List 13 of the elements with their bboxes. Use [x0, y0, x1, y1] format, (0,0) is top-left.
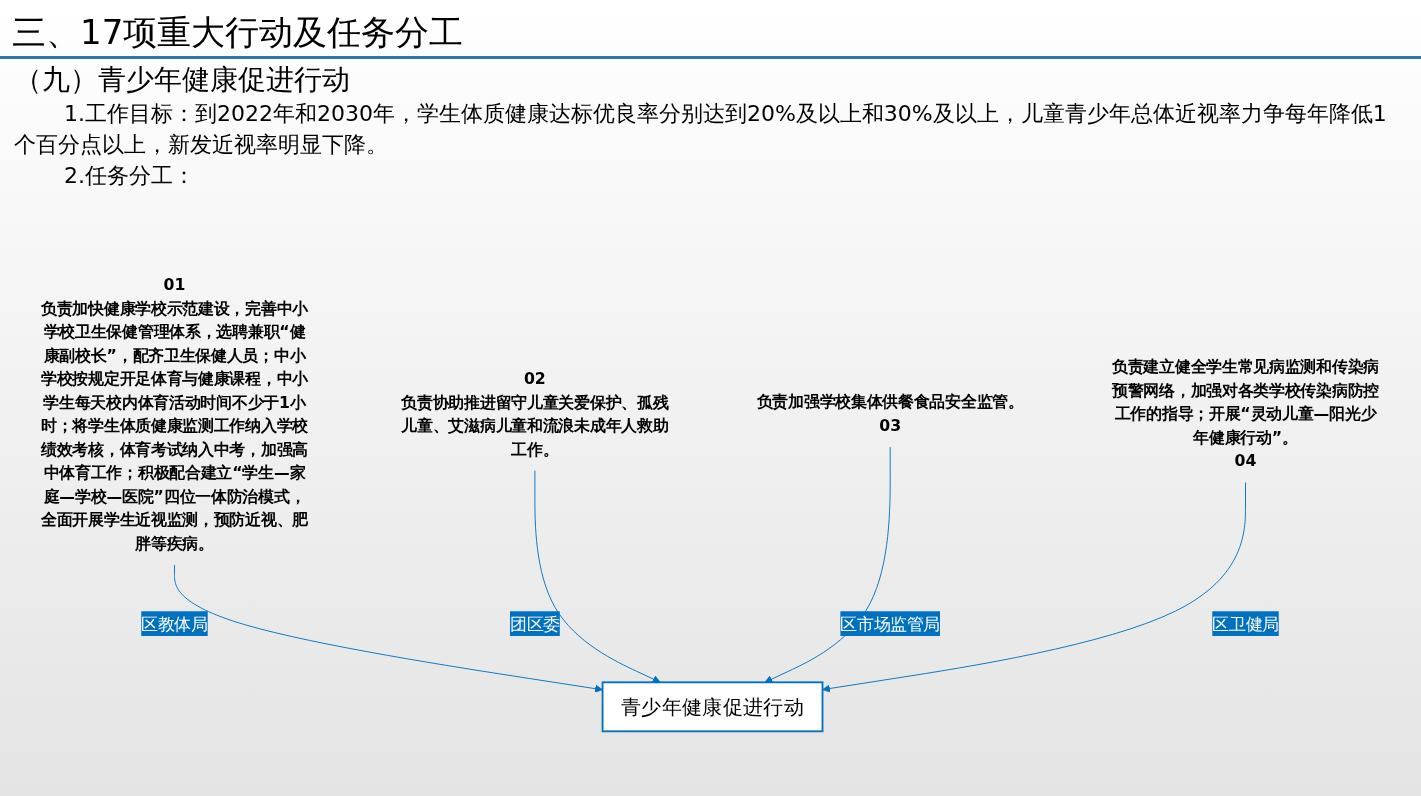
- node-text: 01 负责加快健康学校示范建设，完善中小学校卫生保健管理体系，选聘兼职“健康副校长”，配齐卫生保健人员；中小学校按规定开足体育与健康课程，中小学生每天校内体育活动时间不少于1小时；将学生体质健康监测工作纳入学校绩效考核，体育考试纳入中考，加强高中体育工作；积极配合建立“学生—家庭—学校—医院”四位一体防治模式，全面开展学生近视监测，预防近视、肥胖等疾病。: [40, 274, 309, 553]
- node-text: 02 负责协助推进留守儿童关爱保护、孤残儿童、艾滋病儿童和流浪未成年人救助工作。: [401, 369, 669, 459]
- edge-label: 团区委: [509, 613, 560, 634]
- node-text: 负责建立健全学生常见病监测和传染病预警网络，加强对各类学校传染病防控工作的指导；开展“灵动儿童—阳光少年健康行动”。 04: [1111, 357, 1380, 471]
- node-box: 青少年健康促进行动: [601, 681, 824, 733]
- subheading: 2.任务分工：: [63, 162, 196, 190]
- edge-label: 区卫健局: [1212, 613, 1279, 634]
- slide-title: 三、17项重大行动及任务分工: [12, 11, 465, 54]
- node-text: 负责加强学校集体供餐食品安全监管。 03: [756, 392, 1024, 435]
- edge-label: 区教体局: [141, 613, 208, 634]
- edge-label: 区市场监管局: [840, 613, 941, 634]
- goal-paragraph: 1.工作目标：到2022年和2030年，学生体质健康达标优良率分别达到20%及以上和30%及以上，儿童青少年总体近视率力争每年降低1个百分点以上，新发近视率明显下降。: [14, 100, 1388, 159]
- section-heading: （九）青少年健康促进行动: [14, 62, 351, 98]
